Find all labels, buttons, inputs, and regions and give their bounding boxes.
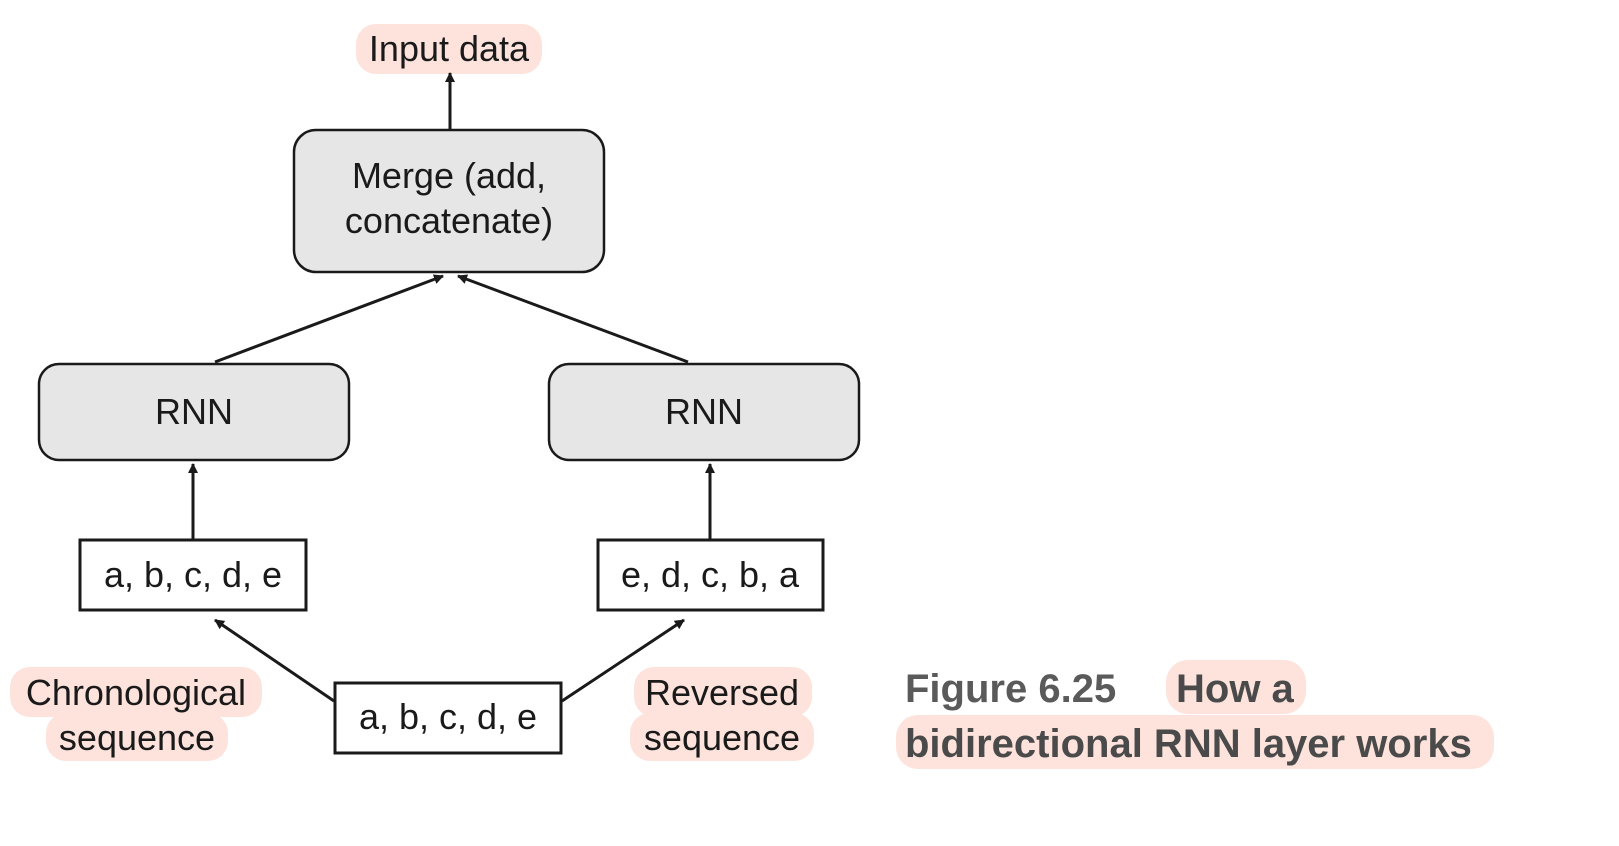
chrono-label-line1: Chronological [26, 672, 246, 713]
rnn-left-label: RNN [155, 391, 233, 432]
seq-right-box [596, 538, 825, 612]
seq-input-box [333, 681, 563, 755]
rnn-right-box [547, 362, 861, 462]
reversed-label-line2: sequence [644, 717, 800, 758]
chrono-label-highlight-1 [10, 667, 262, 717]
merge-label-line1: Merge (add, [352, 155, 546, 196]
rnn-right-label: RNN [665, 391, 743, 432]
merge-label-line2: concatenate) [345, 200, 553, 241]
caption-title-line2: bidirectional RNN layer works [905, 722, 1472, 766]
caption-title-line1: How a [1176, 667, 1295, 711]
caption-title-highlight-1 [1166, 660, 1306, 714]
chrono-label-highlight-2 [46, 713, 228, 761]
seq-left-box [78, 538, 308, 612]
input-to-right-seq-arrow [561, 618, 685, 703]
caption-title-highlight-2 [896, 715, 1494, 769]
reversed-label-line1: Reversed [645, 672, 799, 713]
merge-box [292, 128, 606, 274]
reversed-label-highlight-2 [630, 713, 814, 761]
output-label: Input data [369, 28, 530, 69]
left-rnn-to-merge-arrow [214, 274, 444, 364]
caption-number: Figure 6.25 [905, 667, 1116, 711]
output-label-highlight [356, 24, 542, 74]
seq-input-label: a, b, c, d, e [359, 696, 537, 737]
input-to-left-seq-arrow [214, 618, 335, 703]
rnn-left-box [37, 362, 351, 462]
seq-right-label: e, d, c, b, a [621, 554, 800, 595]
chrono-label-line2: sequence [59, 717, 215, 758]
reversed-label-highlight-1 [634, 667, 812, 717]
right-rnn-to-merge-arrow [457, 274, 689, 364]
seq-left-label: a, b, c, d, e [104, 554, 282, 595]
